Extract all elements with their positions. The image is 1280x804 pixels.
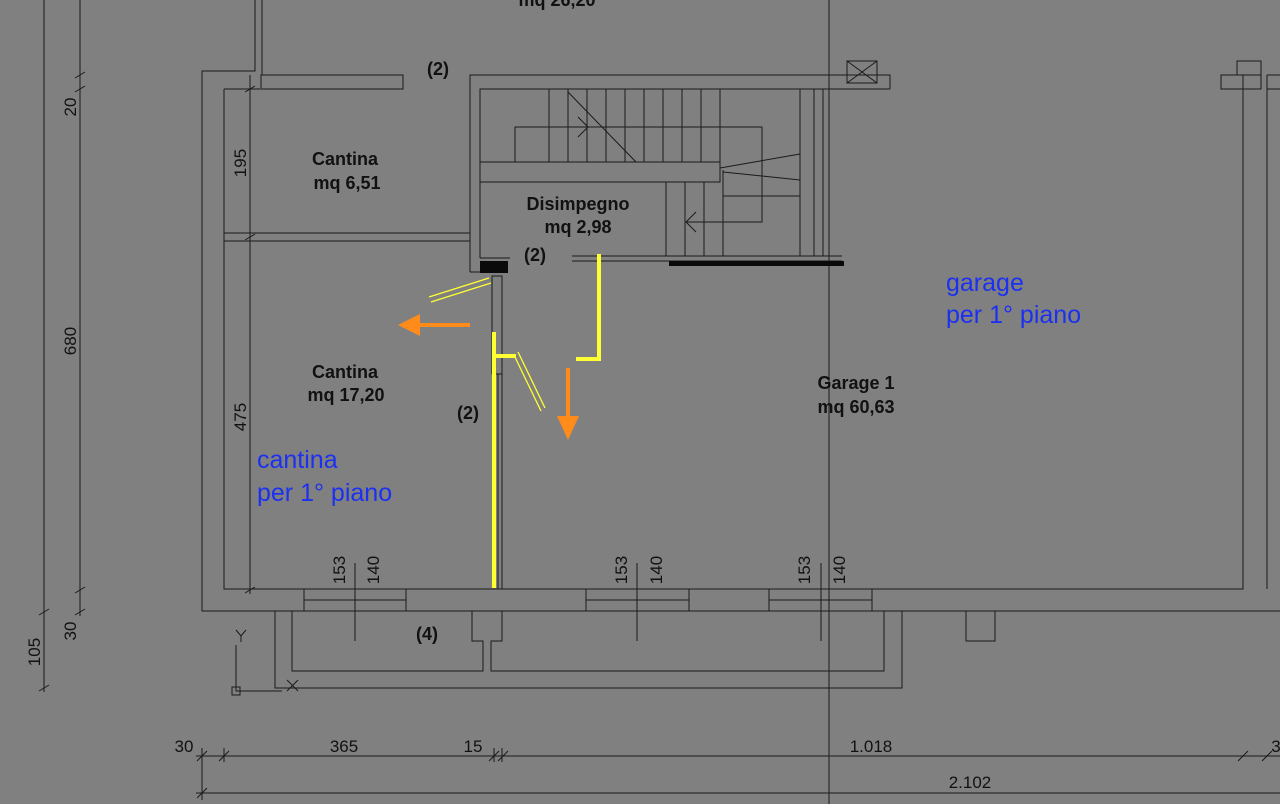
ref-disimpegno: (2): [524, 245, 546, 265]
ref-top: (2): [427, 59, 449, 79]
window2-height: 153: [612, 556, 631, 584]
disimpegno-name: Disimpegno: [526, 194, 629, 214]
ref-bottom: (4): [416, 624, 438, 644]
dim-left-680: 680: [61, 327, 80, 355]
window3-height: 153: [795, 556, 814, 584]
reference-marks: (2) (2) (2) (4): [416, 59, 546, 644]
cantina-large-area: mq 17,20: [307, 385, 384, 405]
top-room-area: mq 26,20: [518, 0, 595, 10]
window1-width: 140: [364, 556, 383, 584]
window3-width: 140: [830, 556, 849, 584]
windows: [231, 563, 996, 696]
arrow-down-head: [557, 416, 579, 440]
cantina-note-line2: per 1° piano: [257, 479, 392, 507]
ref-corridor: (2): [457, 403, 479, 423]
window1-height: 153: [330, 556, 349, 584]
dim-bottom-1018: 1.018: [850, 737, 893, 756]
walls: [201, 0, 1280, 804]
window2-width: 140: [647, 556, 666, 584]
dim-bottom-3: 3: [1271, 737, 1280, 756]
cantina-note-line1: cantina: [257, 446, 338, 474]
dim-inner-195: 195: [231, 149, 250, 177]
garage-area: mq 60,63: [817, 397, 894, 417]
cantina-small-area: mq 6,51: [313, 173, 380, 193]
dimension-texts: 20 680 30 105 195 475 153 140 153 140 15…: [25, 98, 1280, 792]
garage-name: Garage 1: [817, 373, 894, 393]
disimpegno-area: mq 2,98: [544, 217, 611, 237]
dimension-lines: [38, 0, 1280, 800]
cantina-large-name: Cantina: [312, 362, 379, 382]
proposed-walls: [428, 254, 601, 588]
dim-bottom-365: 365: [330, 737, 358, 756]
arrows: [398, 314, 579, 440]
dim-bottom-30: 30: [175, 737, 194, 756]
garage-note-line2: per 1° piano: [946, 301, 1081, 329]
dim-bottom-total: 2.102: [949, 773, 992, 792]
annotations: garage per 1° piano cantina per 1° piano: [257, 269, 1081, 507]
room-labels: mq 26,20 Cantina mq 6,51 Disimpegno mq 2…: [307, 0, 894, 417]
staircase: [479, 88, 844, 273]
cantina-small-name: Cantina: [312, 149, 379, 169]
dim-inner-475: 475: [231, 403, 250, 431]
dim-bottom-15: 15: [464, 737, 483, 756]
dim-left-20: 20: [61, 98, 80, 117]
dim-left-30: 30: [61, 622, 80, 641]
garage-note-line1: garage: [946, 269, 1024, 297]
dim-left-105: 105: [25, 638, 44, 666]
arrow-left-head: [398, 314, 420, 336]
